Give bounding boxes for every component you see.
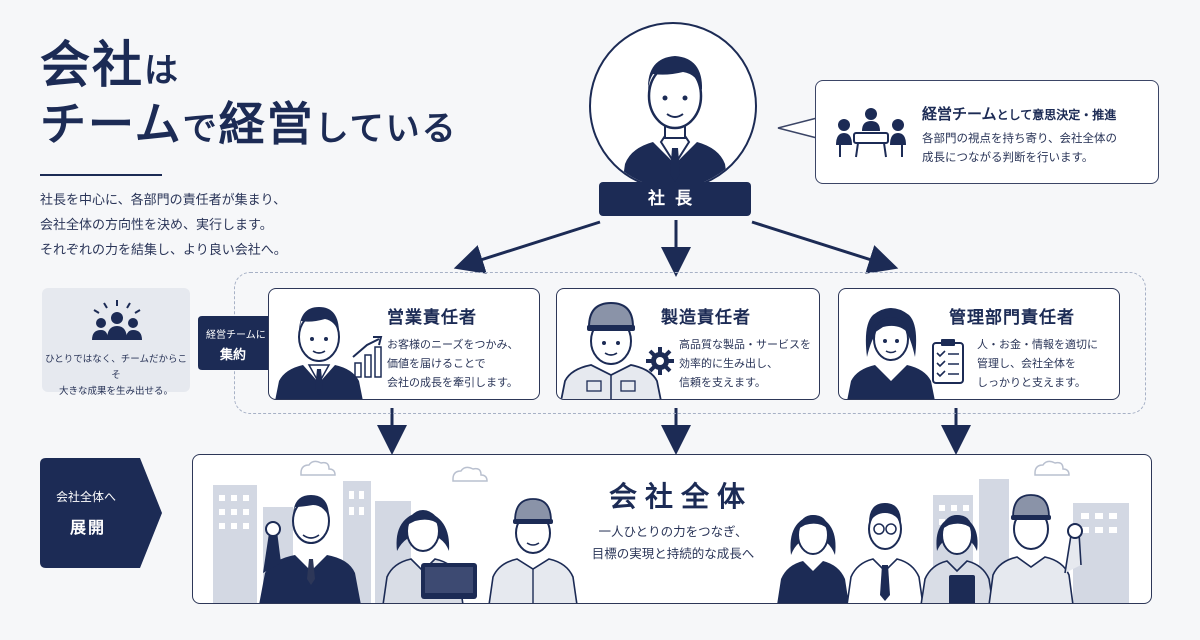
bubble-heading: 経営チームとして意思決定・推進 [922,103,1116,124]
company-wide-tag-line2: 展開 [70,518,107,537]
bubble-heading-main: 経営チーム [922,105,997,123]
company-illustration [213,460,1129,603]
mfg-line: 効率的に生み出し、 [679,357,778,370]
team-icon [92,300,142,340]
mfg-line: 高品質な製品・サービスを [679,338,811,351]
teamwork-line: 大きな成果を生み出せる。 [58,386,173,397]
manufacturing-manager-card: 製造責任者 高品質な製品・サービスを 効率的に生み出し、 信頼を支えます。 [556,288,820,400]
collect-tag: 経営チームに 集約 [198,316,282,370]
teamwork-line: ひとりではなく、チームだからこそ [45,354,187,381]
intro-line: 会社全体の方向性を決め、実行します。 [40,218,273,233]
sales-line: お客様のニーズをつかみ、 [387,338,519,351]
sales-line: 価値を届けることで [387,357,486,370]
mfg-line: 信頼を支えます。 [679,376,766,389]
manufacturing-manager-title: 製造責任者 [661,308,751,328]
sales-manager-title: 営業責任者 [387,308,477,328]
person-woman-right [777,515,849,603]
admin-manager-card: 管理部門責任者 人・お金・情報を適切に 管理し、会社全体を しっかりと支えます。 [838,288,1120,400]
admin-line: 人・お金・情報を適切に [977,338,1098,351]
person-worker-right [988,494,1083,603]
teamwork-info-box: ひとりではなく、チームだからこそ 大きな成果を生み出せる。 [42,288,190,397]
sales-manager-illustration [275,307,383,399]
title-divider [40,174,162,176]
president-portrait [589,22,757,190]
arrow-to-sales [453,220,601,274]
president-label: 社長 [599,182,751,216]
teamwork-text: ひとりではなく、チームだからこそ 大きな成果を生み出せる。 [42,352,190,400]
sales-line: 会社の成長を牽引します。 [387,376,518,389]
management-team-bubble: 経営チームとして意思決定・推進 各部門の視点を持ち寄り、会社全体の 成長につなが… [815,80,1159,184]
admin-line: しっかりと支えます。 [977,376,1086,389]
person-woman-folder [920,515,994,603]
intro-text: 社長を中心に、各部門の責任者が集まり、 会社全体の方向性を決め、実行します。 そ… [40,188,400,263]
admin-manager-title: 管理部門責任者 [949,308,1075,328]
company-line: 目標の実現と持続的な成長へ [591,546,755,561]
manufacturing-manager-text: 高品質な製品・サービスを 効率的に生み出し、 信頼を支えます。 [679,335,811,392]
person-man-glasses [846,503,924,603]
title-shiteiru: している [314,109,458,149]
title-de: で [182,109,219,149]
company-line: 一人ひとりの力をつなぎ、 [598,524,748,539]
bubble-heading-rest: として意思決定・推進 [996,108,1117,122]
sales-manager-card: 営業責任者 お客様のニーズをつかみ、 価値を届けることで 会社の成長を牽引します… [268,288,540,400]
title-particle: は [144,51,180,91]
bubble-line: 成長につながる判断を行います。 [922,150,1094,164]
person-worker [488,498,578,603]
admin-manager-illustration [847,308,964,399]
meeting-icon [836,108,906,158]
person-businessman [259,495,361,603]
title-main: 会社 [40,36,144,94]
admin-manager-text: 人・お金・情報を適切に 管理し、会社全体を しっかりと支えます。 [977,335,1098,392]
company-title: 会社全体 [608,480,753,513]
company-wide-panel: 会社全体 一人ひとりの力をつなぎ、 目標の実現と持続的な成長へ [192,454,1152,604]
person-woman-laptop [382,510,477,603]
collect-tag-line1: 経営チームに [206,330,266,341]
admin-line: 管理し、会社全体を [977,357,1076,370]
bubble-line: 各部門の視点を持ち寄り、会社全体の [922,131,1118,145]
page-title: 会社は チームで経営している [40,38,510,150]
bubble-text: 各部門の視点を持ち寄り、会社全体の 成長につながる判断を行います。 [922,129,1117,167]
tag-arrow-shape [40,458,162,568]
arrow-to-admin [751,220,899,274]
title-keiei: 経営 [218,97,315,151]
intro-line: それぞれの力を結集し、より良い会社へ。 [40,243,287,258]
tag-arrow-shape [198,316,282,370]
intro-line: 社長を中心に、各部門の責任者が集まり、 [40,193,287,208]
bubble-tail [777,117,818,139]
company-wide-tag: 会社全体へ 展開 [40,458,162,568]
company-wide-tag-line1: 会社全体へ [56,490,117,504]
manufacturing-manager-illustration [560,301,674,399]
collect-tag-line2: 集約 [220,348,247,363]
company-subtitle: 一人ひとりの力をつなぎ、 目標の実現と持続的な成長へ [553,521,793,565]
sales-manager-text: お客様のニーズをつかみ、 価値を届けることで 会社の成長を牽引します。 [387,335,518,392]
president-illustration [621,56,729,188]
title-team: チーム [40,97,183,151]
